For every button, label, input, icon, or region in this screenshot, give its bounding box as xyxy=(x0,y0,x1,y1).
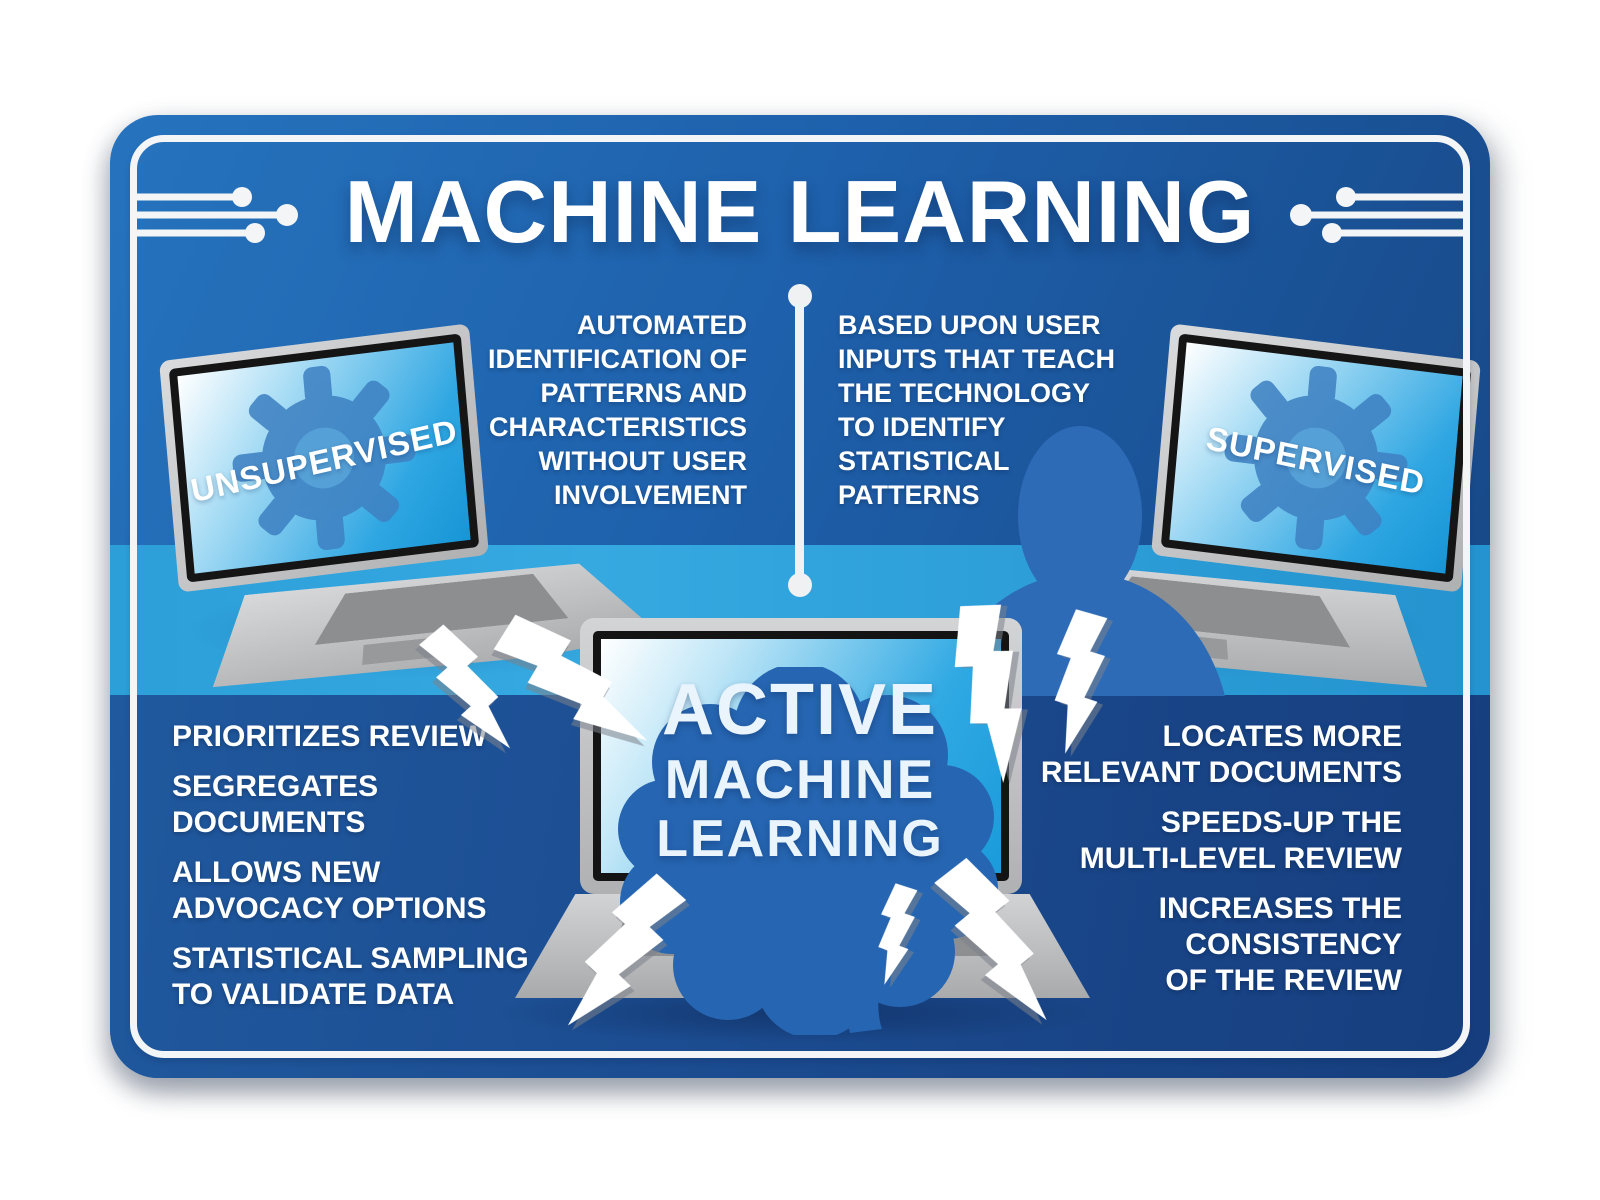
laptop-bezel: SUPERVISED xyxy=(1160,333,1472,583)
benefit-line: PRIORITIZES REVIEW xyxy=(172,720,488,753)
active-ml-line: MACHINE xyxy=(664,748,936,810)
supervised-laptop-illustration: SUPERVISED xyxy=(970,323,1490,700)
benefit-item: SEGREGATES DOCUMENTS xyxy=(172,769,592,841)
lightning-bolt-icon xyxy=(478,581,657,793)
benefit-item: INCREASES THE CONSISTENCY OF THE REVIEW xyxy=(982,891,1402,999)
benefit-line: STATISTICAL SAMPLING xyxy=(172,942,529,975)
divider-bottom-dot xyxy=(788,573,812,597)
benefit-item: SPEEDS-UP THE MULTI-LEVEL REVIEW xyxy=(982,805,1402,877)
lightning-bolt-icon xyxy=(908,581,1087,793)
description-line: IDENTIFICATION OF xyxy=(488,344,747,374)
laptop-display: UNSUPERVISED xyxy=(177,342,471,574)
benefit-line: CONSISTENCY xyxy=(1185,928,1402,961)
gear-icon xyxy=(232,365,416,551)
benefit-item: STATISTICAL SAMPLING TO VALIDATE DATA xyxy=(172,941,592,1013)
benefit-line: SPEEDS-UP THE xyxy=(1160,806,1402,839)
supervised-benefits-list: LOCATES MORE RELEVANT DOCUMENTS SPEEDS-U… xyxy=(982,719,1402,1013)
lightning-bolt-icon xyxy=(923,845,1057,1040)
benefit-line: OF THE REVIEW xyxy=(1165,964,1402,997)
benefit-item: PRIORITIZES REVIEW xyxy=(172,719,592,755)
active-ml-title: ACTIVE MACHINE LEARNING xyxy=(590,671,1010,869)
description-line: PATTERNS AND xyxy=(540,378,748,408)
unsupervised-laptop-illustration: UNSUPERVISED xyxy=(140,323,670,700)
laptop-screen: SUPERVISED xyxy=(1151,323,1481,593)
divider-line xyxy=(795,296,804,585)
description-line: STATISTICAL xyxy=(838,446,1010,476)
description-line: BASED UPON USER xyxy=(838,310,1101,340)
benefit-line: ALLOWS NEW xyxy=(172,856,381,889)
description-line: INPUTS THAT TEACH xyxy=(838,344,1115,374)
active-ml-line: ACTIVE xyxy=(661,670,939,750)
description-line: WITHOUT USER xyxy=(538,446,748,476)
lightning-bolt-icon xyxy=(1031,600,1137,758)
lightning-bolt-icon xyxy=(411,613,516,766)
description-line: TO IDENTIFY xyxy=(838,412,1006,442)
unsupervised-description: AUTOMATED IDENTIFICATION OF PATTERNS AND… xyxy=(447,308,747,512)
lightning-bolt-icon xyxy=(558,858,697,1052)
description-line: AUTOMATED xyxy=(577,310,747,340)
benefit-line: ADVOCACY OPTIONS xyxy=(172,892,487,925)
page-title: MACHINE LEARNING xyxy=(344,162,1256,261)
description-line: INVOLVEMENT xyxy=(553,480,747,510)
benefit-line: DOCUMENTS xyxy=(172,806,366,839)
laptop-display: SUPERVISED xyxy=(1169,342,1463,574)
benefit-item: LOCATES MORE RELEVANT DOCUMENTS xyxy=(982,719,1402,791)
benefit-line: TO VALIDATE DATA xyxy=(172,978,455,1011)
active-ml-line: LEARNING xyxy=(656,810,944,868)
benefit-line: RELEVANT DOCUMENTS xyxy=(1040,756,1402,789)
circuit-trace-icon xyxy=(130,187,298,243)
benefit-line: INCREASES THE xyxy=(1158,892,1402,925)
description-line: CHARACTERISTICS xyxy=(488,412,747,442)
lightning-bolt-icon xyxy=(863,873,937,993)
laptop-bezel: UNSUPERVISED xyxy=(168,333,480,583)
circuit-trace-icon xyxy=(1290,187,1470,243)
supervised-description: BASED UPON USER INPUTS THAT TEACH THE TE… xyxy=(838,308,1168,512)
infographic-card: MACHINE LEARNING AUTOMATED IDENTIFICATIO… xyxy=(110,115,1490,1078)
description-line: THE TECHNOLOGY xyxy=(838,378,1091,408)
benefit-line: MULTI-LEVEL REVIEW xyxy=(1079,842,1402,875)
unsupervised-benefits-list: PRIORITIZES REVIEW SEGREGATES DOCUMENTS … xyxy=(172,719,592,1027)
benefit-item: ALLOWS NEW ADVOCACY OPTIONS xyxy=(172,855,592,927)
laptop-screen: UNSUPERVISED xyxy=(159,323,489,593)
gear-icon xyxy=(1224,365,1408,551)
benefit-line: SEGREGATES xyxy=(172,770,379,803)
benefit-line: LOCATES MORE xyxy=(1162,720,1402,753)
description-line: PATTERNS xyxy=(838,480,980,510)
